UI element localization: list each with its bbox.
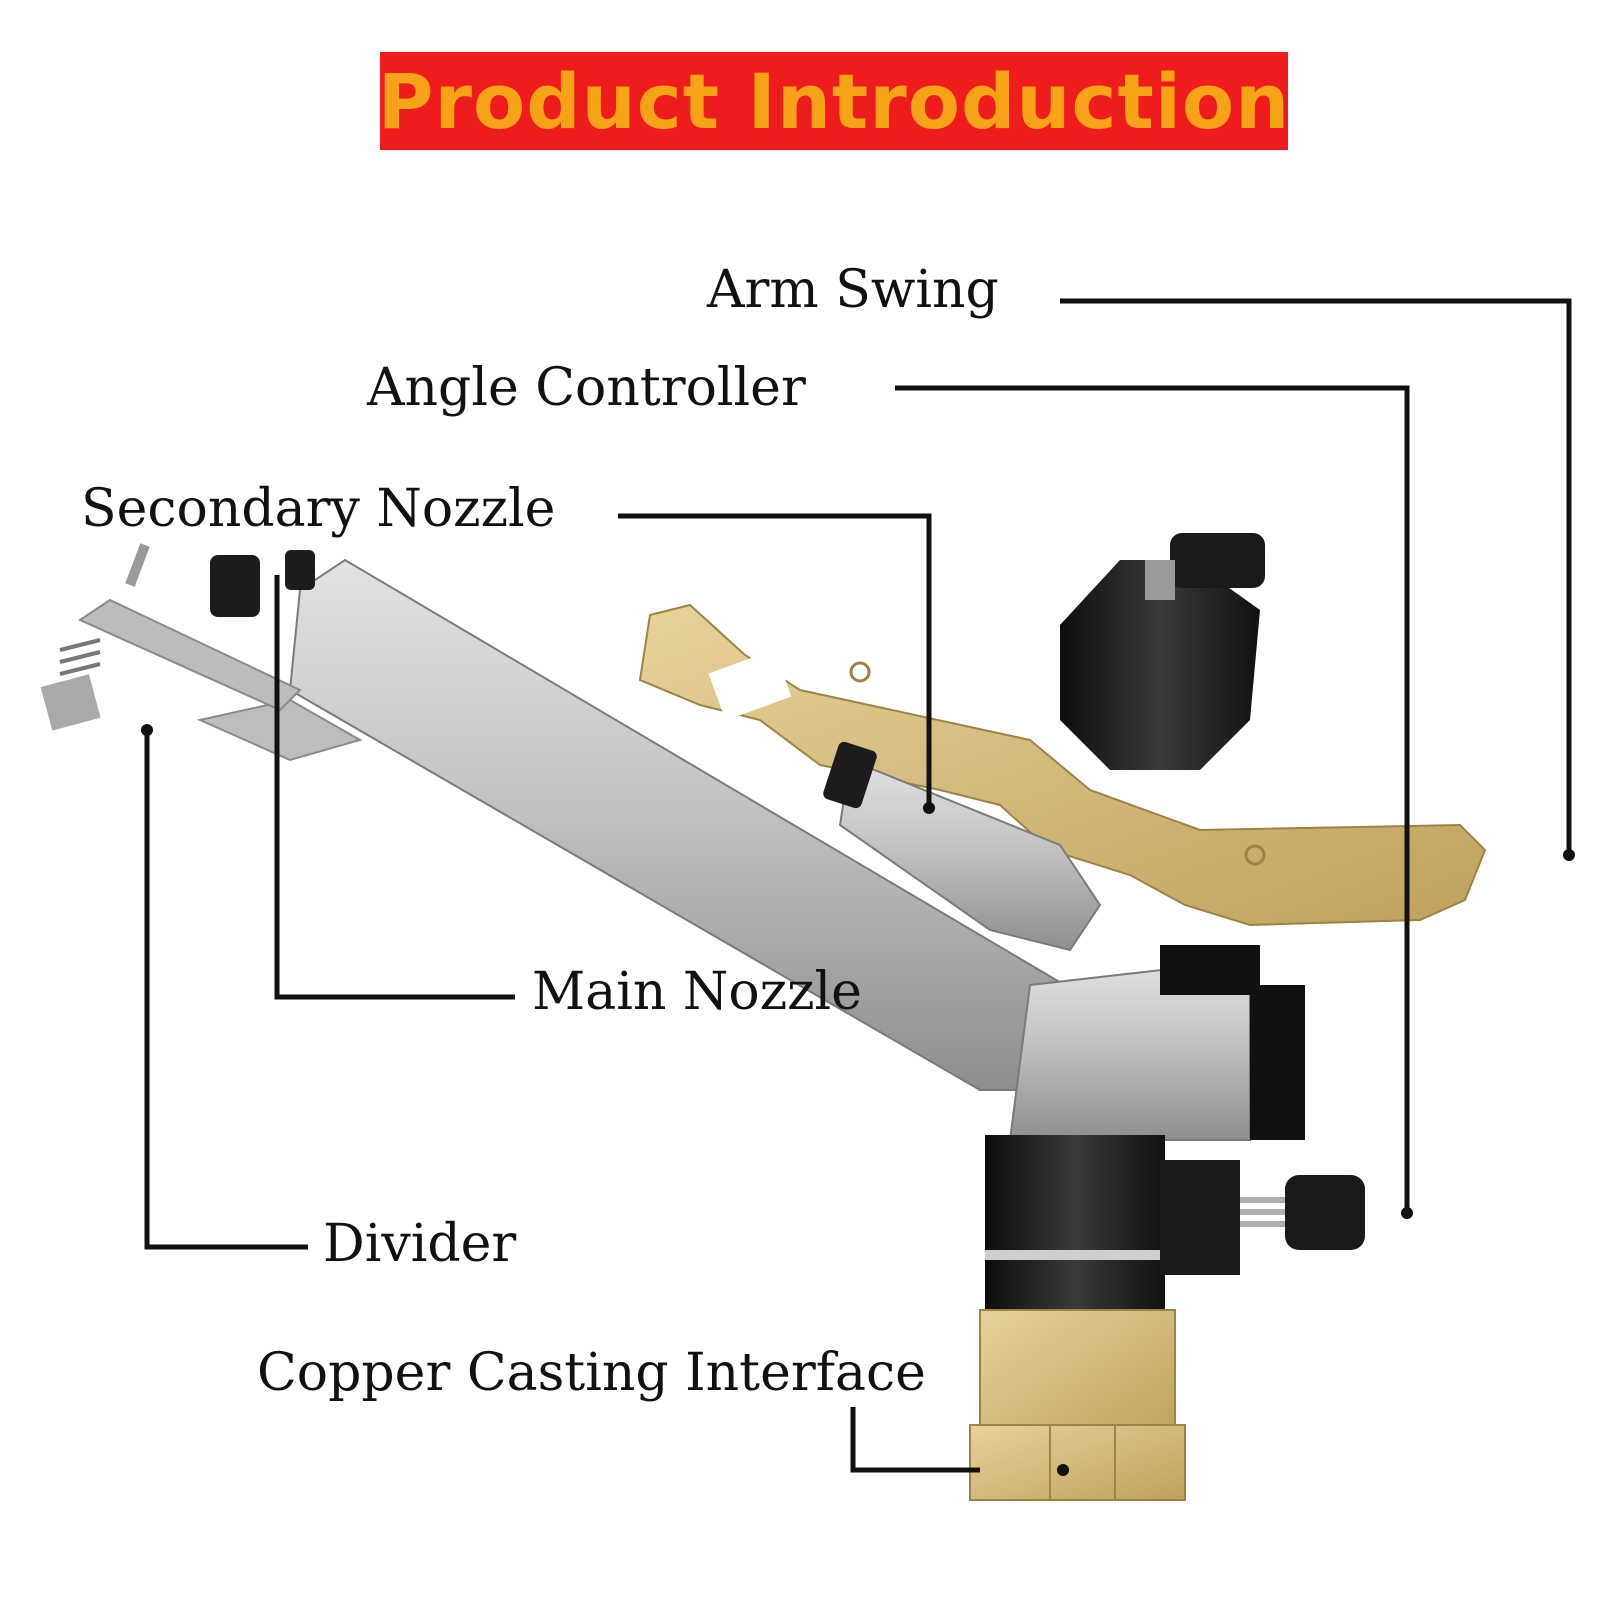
divider-leader [144,730,308,1250]
main-nozzle-leader [274,575,515,1000]
label-main-nozzle: Main Nozzle [532,962,862,1022]
arm-swing-leader [1060,298,1572,855]
title-banner: Product Introduction [377,52,1291,150]
angle-controller-part [1060,533,1265,770]
body-block-part [1008,945,1305,1141]
label-arm-swing: Arm Swing [707,260,999,320]
arm-swing-part [638,603,1487,927]
leader-dots [141,724,1575,1476]
angle-controller-leader [895,385,1410,1213]
page-title: Product Introduction [377,56,1291,146]
label-divider: Divider [323,1214,517,1274]
label-angle-controller: Angle Controller [367,358,806,418]
divider-part [40,543,302,731]
secondary-nozzle-part [823,741,1102,952]
secondary-nozzle-leader [618,513,932,808]
label-copper-casting-interface: Copper Casting Interface [257,1343,926,1403]
copper-interface-part [969,1309,1186,1501]
collar-part [985,1135,1365,1310]
label-secondary-nozzle: Secondary Nozzle [81,479,556,539]
copper-interface-leader [850,1407,980,1473]
leader-lines [144,298,1572,1473]
